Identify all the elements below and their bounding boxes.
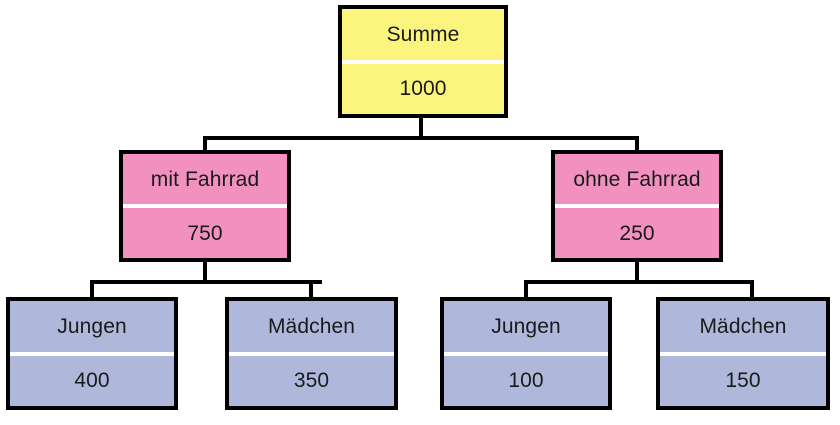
node-jungen-ohne-fahrrad[interactable]: Jungen 100 bbox=[440, 297, 612, 410]
node-maedchen-ohne-fahrrad-label: Mädchen bbox=[699, 314, 787, 338]
connector-to-ohne-fahrrad bbox=[635, 136, 639, 154]
node-maedchen-mit-fahrrad-divider bbox=[229, 351, 394, 356]
connector-root-crossbar bbox=[203, 136, 639, 140]
node-maedchen-ohne-fahrrad-divider bbox=[660, 351, 826, 356]
connector-mit-fahrrad-stem bbox=[203, 258, 207, 280]
connector-to-jungen-ohne bbox=[524, 280, 528, 300]
node-jungen-mit-fahrrad-label: Jungen bbox=[57, 314, 127, 338]
node-jungen-ohne-fahrrad-label: Jungen bbox=[491, 314, 561, 338]
node-mit-fahrrad-value: 750 bbox=[187, 221, 223, 245]
connector-ohne-fahrrad-crossbar bbox=[524, 280, 754, 284]
node-maedchen-mit-fahrrad[interactable]: Mädchen 350 bbox=[225, 297, 398, 410]
node-ohne-fahrrad-divider bbox=[555, 204, 719, 208]
node-maedchen-mit-fahrrad-label: Mädchen bbox=[267, 314, 356, 338]
node-maedchen-ohne-fahrrad[interactable]: Mädchen 150 bbox=[656, 297, 830, 410]
connector-to-maedchen-ohne bbox=[750, 280, 754, 300]
node-mit-fahrrad-divider bbox=[123, 204, 287, 208]
connector-to-jungen-mit bbox=[90, 280, 94, 300]
connector-mit-fahrrad-crossbar bbox=[90, 280, 322, 284]
node-jungen-ohne-fahrrad-value: 100 bbox=[508, 369, 544, 393]
connector-to-mit-fahrrad bbox=[203, 136, 207, 154]
node-ohne-fahrrad[interactable]: ohne Fahrrad 250 bbox=[551, 150, 723, 262]
node-summe-value: 1000 bbox=[399, 77, 447, 101]
node-jungen-mit-fahrrad[interactable]: Jungen 400 bbox=[6, 297, 178, 410]
connector-root-stem bbox=[419, 114, 423, 136]
connector-ohne-fahrrad-stem bbox=[635, 258, 639, 280]
node-summe-divider bbox=[342, 59, 504, 64]
node-jungen-mit-fahrrad-value: 400 bbox=[74, 369, 110, 393]
node-mit-fahrrad-label: mit Fahrrad bbox=[150, 167, 260, 191]
node-jungen-ohne-fahrrad-divider bbox=[444, 351, 608, 356]
node-jungen-mit-fahrrad-divider bbox=[10, 351, 174, 356]
node-mit-fahrrad[interactable]: mit Fahrrad 750 bbox=[119, 150, 291, 262]
node-ohne-fahrrad-value: 250 bbox=[619, 221, 655, 245]
node-summe[interactable]: Summe 1000 bbox=[338, 5, 508, 118]
node-maedchen-ohne-fahrrad-value: 150 bbox=[725, 369, 761, 393]
node-summe-label: Summe bbox=[386, 22, 460, 46]
node-ohne-fahrrad-label: ohne Fahrrad bbox=[573, 167, 701, 191]
connector-to-maedchen-mit bbox=[309, 280, 313, 300]
node-maedchen-mit-fahrrad-value: 350 bbox=[293, 369, 330, 393]
